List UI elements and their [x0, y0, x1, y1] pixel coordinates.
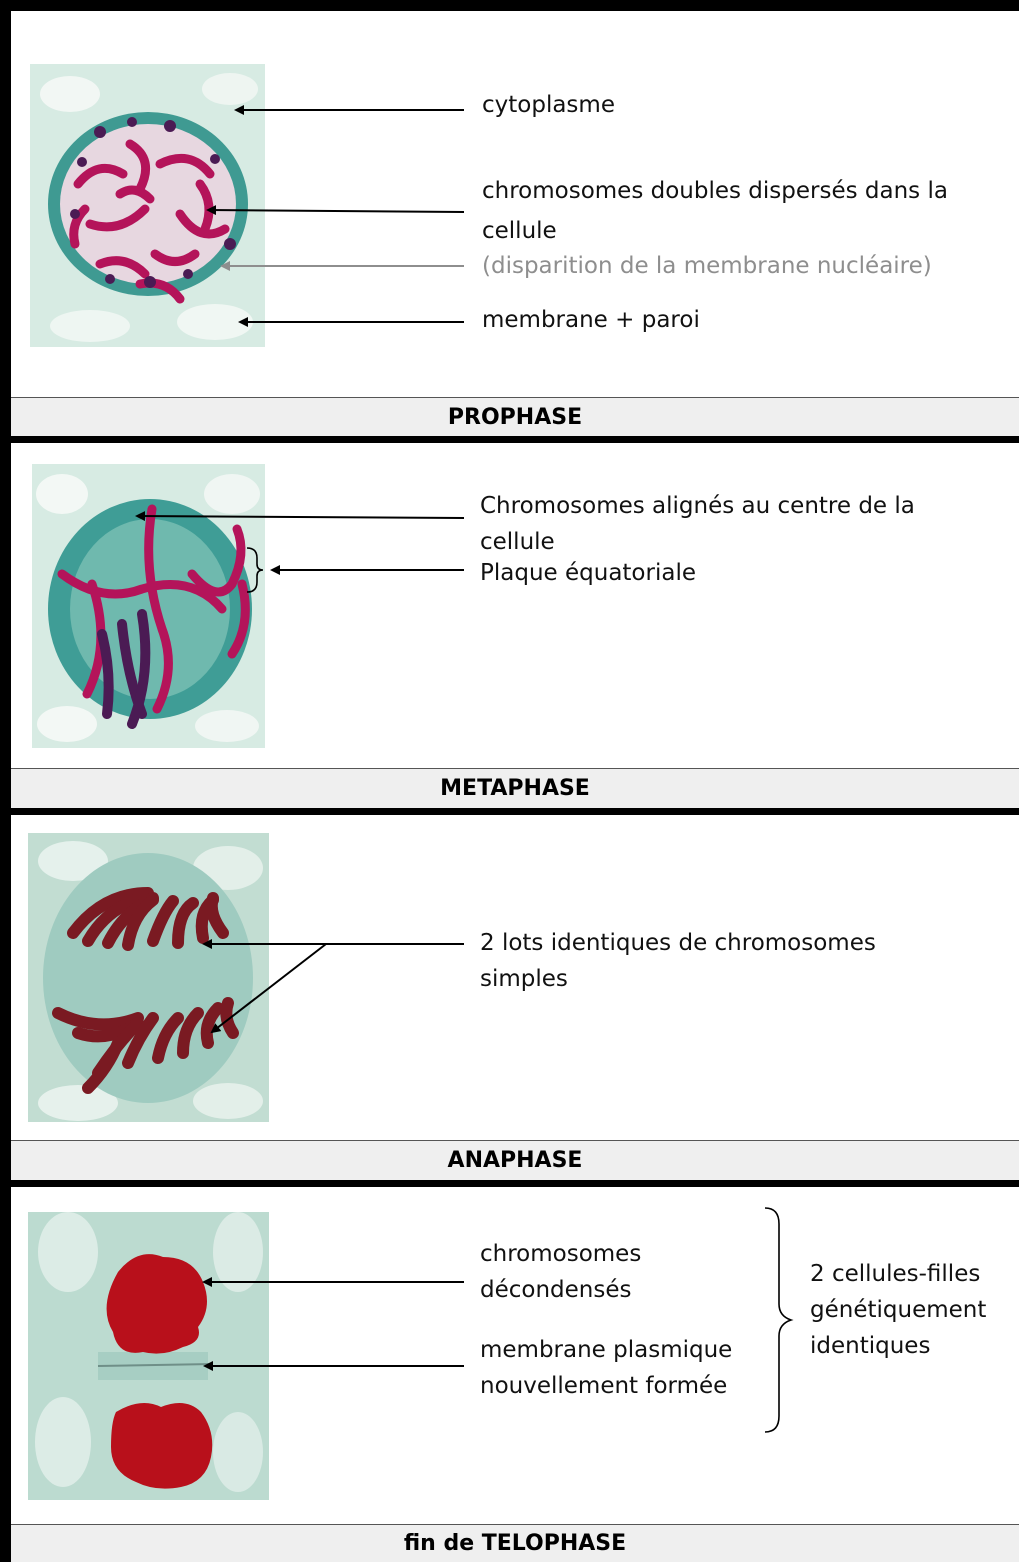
label-chromosomes-decondenses: chromosomes décondensés: [480, 1241, 642, 1303]
metaphase-title: METAPHASE: [440, 776, 590, 801]
label-deux-lots: 2 lots identiques de chromosomes simples: [480, 930, 876, 992]
metaphase-title-band: METAPHASE: [11, 769, 1019, 808]
plaque-brace: [246, 547, 264, 593]
label-chromosomes-doubles: chromosomes doubles dispersés dans la ce…: [482, 178, 948, 244]
left-border: [0, 0, 11, 1562]
label-membrane-nucleaire: (disparition de la membrane nucléaire): [482, 253, 932, 279]
telophase-title-band: fin de TELOPHASE: [11, 1525, 1019, 1562]
label-chromosomes-alignes: Chromosomes alignés au centre de la cell…: [480, 493, 915, 555]
label-cytoplasme: cytoplasme: [482, 92, 615, 118]
prophase-title: PROPHASE: [447, 404, 583, 430]
divider: [11, 768, 1019, 769]
prophase-cell-image: [30, 64, 265, 347]
label-membrane-plasmique: membrane plasmique nouvellement formée: [480, 1337, 733, 1399]
label-membrane-paroi: membrane + paroi: [482, 307, 700, 333]
section-divider: [0, 808, 1019, 815]
arrow-chromosomes-alignes: [135, 511, 465, 522]
arrow-lot-bas: [210, 943, 327, 1034]
label-cellules-filles: 2 cellules-filles génétiquement identiqu…: [810, 1261, 987, 1359]
metaphase-cell-image: [32, 464, 265, 748]
divider: [11, 397, 1019, 398]
section-divider: [0, 1180, 1019, 1187]
top-border: [0, 0, 1019, 11]
anaphase-title-band: ANAPHASE: [11, 1141, 1019, 1180]
cellules-filles-brace: [764, 1207, 794, 1433]
telophase-title: fin de TELOPHASE: [403, 1531, 627, 1556]
arrow-chromosomes-doubles: [206, 205, 465, 216]
section-divider: [0, 436, 1019, 443]
anaphase-title: ANAPHASE: [447, 1148, 583, 1173]
prophase-title-band: PROPHASE: [11, 398, 1019, 436]
anaphase-cell-image: [28, 833, 269, 1122]
telophase-cell-image: [28, 1212, 269, 1500]
label-plaque-equatoriale: Plaque équatoriale: [480, 560, 696, 586]
divider: [11, 1524, 1019, 1525]
divider: [11, 1140, 1019, 1141]
